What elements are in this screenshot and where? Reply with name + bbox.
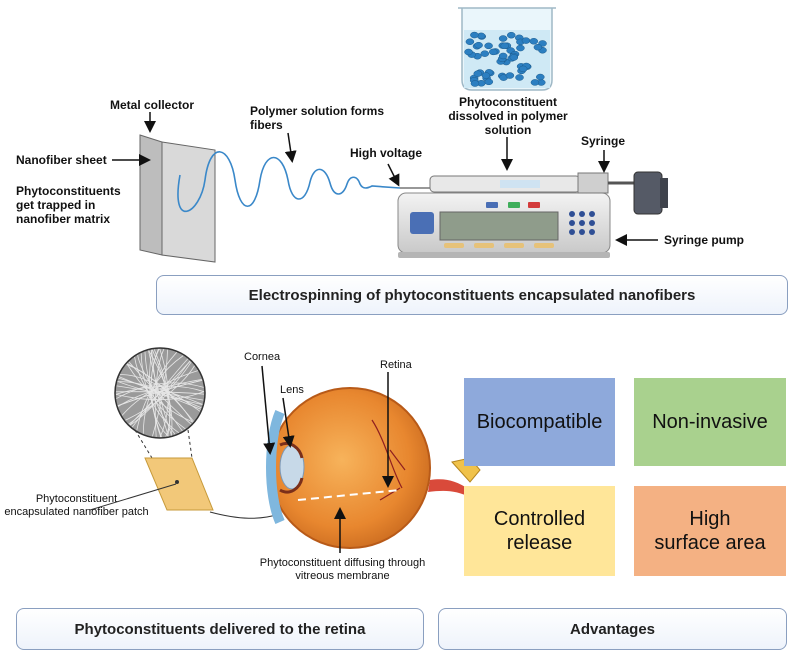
polymer-bead xyxy=(470,80,480,87)
advantage-controlled-release: Controlled release xyxy=(464,486,615,576)
nanofiber-strand xyxy=(148,350,173,436)
nanofiber-strand xyxy=(144,351,176,435)
delivery-banner-text: Phytoconstituents delivered to the retin… xyxy=(74,620,366,638)
nanofiber-strand xyxy=(154,349,165,437)
nanofiber-microscope-view xyxy=(114,347,206,459)
advantage-controlled-release-label: Controlled release xyxy=(493,508,586,554)
nanofiber-strand xyxy=(115,391,205,401)
polymer-bead xyxy=(484,78,494,86)
polymer-bead xyxy=(481,72,491,79)
polymer-bead xyxy=(521,37,531,44)
advantage-biocompatible: Biocompatible xyxy=(464,378,615,466)
syringe xyxy=(400,171,668,215)
advantages-banner-text: Advantages xyxy=(569,620,656,638)
polymer-bead xyxy=(530,79,540,86)
polymer-bead xyxy=(473,70,483,77)
advantage-non-invasive: Non-invasive xyxy=(634,378,786,466)
polymer-bead xyxy=(498,35,508,42)
advantages-banner: Advantages xyxy=(438,608,787,650)
phyto-dissolved-label: Phytoconstituent dissolved in polymer so… xyxy=(448,95,568,137)
advantage-high-surface-area-label: High surface area xyxy=(654,508,766,554)
arrow-high-voltage xyxy=(387,163,400,187)
syringe-pump xyxy=(397,192,611,258)
polymer-bead xyxy=(518,65,528,73)
syringe-pump-label: Syringe pump xyxy=(664,233,745,247)
polymer-bead xyxy=(509,54,519,61)
arrow-lens xyxy=(282,397,295,448)
nanofiber-strand xyxy=(151,349,170,437)
beaker-with-polymer-solution xyxy=(458,7,556,91)
polymer-bead xyxy=(516,44,525,52)
delivery-banner: Phytoconstituents delivered to the retin… xyxy=(16,608,424,650)
metal-collector-label: Metal collector xyxy=(110,98,195,112)
advantage-biocompatible-label: Biocompatible xyxy=(476,411,603,433)
nanofiber-patch xyxy=(89,457,282,520)
lens-label: Lens xyxy=(280,384,304,396)
nanofiber-strand xyxy=(137,355,183,432)
advantage-high-surface-area: High surface area xyxy=(634,486,786,576)
polymer-bead xyxy=(474,41,483,49)
retina-label: Retina xyxy=(380,359,412,371)
syringe-label: Syringe xyxy=(581,134,626,148)
nanofiber-strand xyxy=(117,381,203,406)
nanofiber-strand xyxy=(128,361,192,425)
nanofiber-strand xyxy=(116,382,204,399)
nanofiber-strand xyxy=(136,355,184,431)
high-voltage-label: High voltage xyxy=(350,146,423,160)
polymer-fiber-coil xyxy=(177,151,401,213)
eye-cross-section xyxy=(266,387,481,549)
arrow-cornea xyxy=(261,365,276,455)
electrospinning-banner-text: Electrospinning of phytoconstituents enc… xyxy=(248,286,696,304)
nanofiber-strand xyxy=(126,364,194,422)
nanofiber-strand xyxy=(115,385,205,395)
polymer-bead xyxy=(465,38,475,45)
polymer-bead xyxy=(507,31,516,39)
polymer-bead xyxy=(480,50,490,57)
electrospinning-banner: Electrospinning of phytoconstituents enc… xyxy=(156,275,788,315)
nanofiber-sheet-label: Nanofiber sheet xyxy=(16,153,107,167)
polymer-bead xyxy=(505,72,515,79)
nanofiber-strand xyxy=(119,374,201,412)
polymer-bead xyxy=(498,52,508,60)
polymer-bead xyxy=(515,74,524,81)
polymer-bead xyxy=(529,38,539,45)
nanofiber-strand xyxy=(117,379,202,407)
polymer-bead xyxy=(533,43,543,51)
polymer-bead xyxy=(470,31,479,39)
nanofiber-strand xyxy=(129,360,191,426)
polymer-bead xyxy=(500,42,509,50)
diffusing-label: Phytoconstituent diffusing through vitre… xyxy=(259,557,426,582)
polymer-bead xyxy=(484,42,493,50)
polymer-bead xyxy=(464,48,473,56)
advantage-non-invasive-label: Non-invasive xyxy=(652,411,768,433)
polymer-solution-label: Polymer solution forms fibers xyxy=(250,104,385,132)
patch-label: Phytoconstituent encapsulated nanofiber … xyxy=(4,493,149,518)
polymer-bead xyxy=(488,48,498,56)
polymer-bead xyxy=(536,73,545,81)
arrow-polymer-fibers xyxy=(284,132,297,163)
cornea-label: Cornea xyxy=(244,351,281,363)
phyto-trapped-label: Phytoconstituents get trapped in nanofib… xyxy=(16,184,121,226)
